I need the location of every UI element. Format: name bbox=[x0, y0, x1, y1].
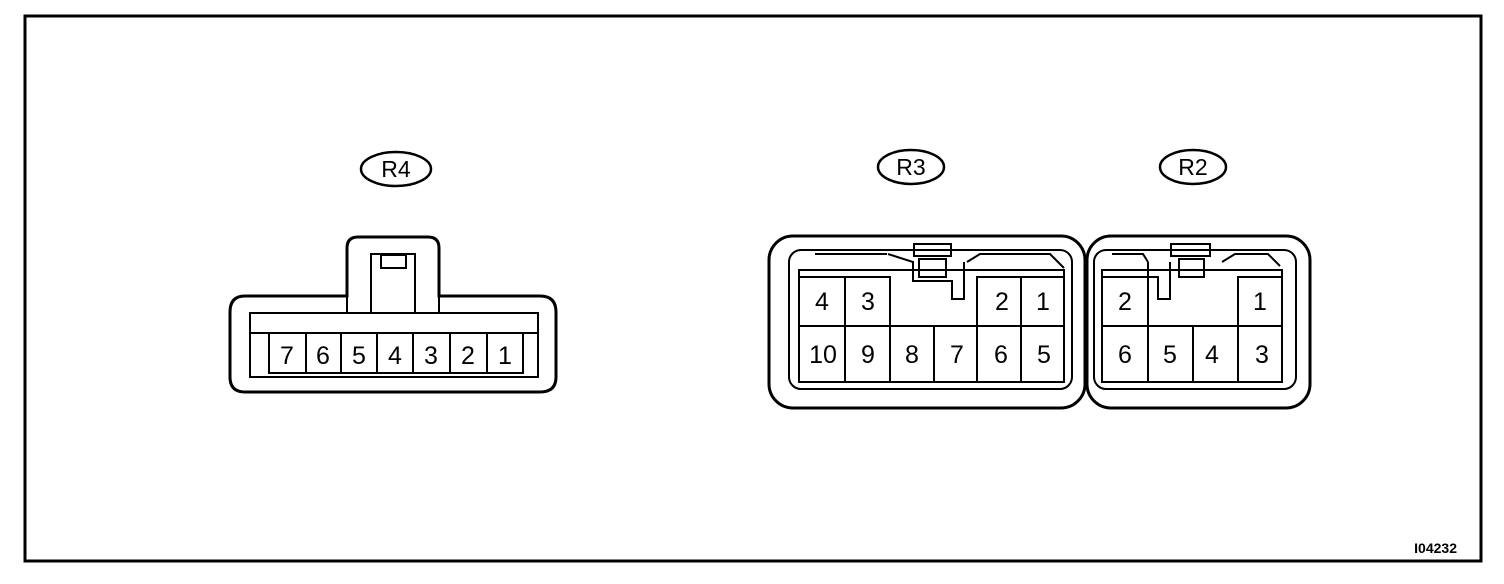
connector-r3-top-rail-right bbox=[966, 253, 1065, 269]
connector-r2-top-rail-left bbox=[1112, 253, 1149, 263]
connector-r3-latch-slot bbox=[887, 253, 965, 300]
connector-r3-pin: 10 bbox=[809, 341, 837, 369]
connector-r3-pin: 3 bbox=[861, 288, 875, 316]
connector-r2-pin: 2 bbox=[1118, 288, 1132, 316]
connector-r2-label: R2 bbox=[1178, 154, 1207, 180]
connector-r4: R4 7 6 5 4 3 2 1 bbox=[228, 150, 558, 394]
connector-r4-lock-window bbox=[380, 254, 407, 269]
figure-id: I04232 bbox=[1414, 540, 1457, 556]
connector-r2-pin: 5 bbox=[1163, 341, 1177, 369]
connector-r4-pin: 3 bbox=[424, 342, 438, 370]
connector-r2-top-rail-right bbox=[1221, 253, 1281, 267]
connector-r3-housing bbox=[767, 234, 1087, 410]
connector-r3-pin: 1 bbox=[1036, 288, 1050, 316]
connector-r2-latch bbox=[1170, 243, 1211, 257]
connector-r4-housing bbox=[228, 235, 558, 394]
connector-r3-latch-window bbox=[918, 258, 947, 278]
connector-r2-pin: 6 bbox=[1118, 341, 1132, 369]
connector-r4-pin: 5 bbox=[352, 342, 366, 370]
connector-r3-pin: 6 bbox=[994, 341, 1008, 369]
connector-r3-pin-cell bbox=[1020, 325, 1065, 383]
connector-r2-latch-window bbox=[1178, 258, 1205, 278]
connector-r4-pin: 2 bbox=[461, 342, 475, 370]
connector-r3-pin: 2 bbox=[995, 288, 1009, 316]
connector-r2-latch-slot bbox=[1147, 262, 1171, 300]
connector-r2: R2 2 1 6 5 4 3 bbox=[1085, 148, 1312, 410]
connector-r3-housing-inner bbox=[788, 249, 1073, 390]
connector-r4-lock bbox=[370, 253, 416, 314]
connector-r4-pin: 6 bbox=[316, 342, 330, 370]
connector-r2-housing bbox=[1085, 234, 1312, 410]
connector-r4-pin: 4 bbox=[388, 342, 402, 370]
connector-r4-pin-cell bbox=[486, 332, 524, 374]
connector-r4-pin: 7 bbox=[280, 342, 294, 370]
diagram-border bbox=[23, 14, 1483, 563]
connector-r2-pin: 1 bbox=[1253, 288, 1267, 316]
connector-r2-pin: 4 bbox=[1205, 341, 1219, 369]
connector-r4-pin: 1 bbox=[498, 342, 512, 370]
connector-r3-pin: 8 bbox=[905, 341, 919, 369]
connector-r3-pin: 7 bbox=[950, 341, 964, 369]
connector-r4-label-oval bbox=[359, 150, 433, 188]
connector-r3: R3 4 3 2 1 10 9 8 7 6 5 bbox=[767, 148, 1087, 410]
connector-r3-pin: 4 bbox=[815, 288, 829, 316]
connector-r3-latch bbox=[913, 243, 952, 257]
connector-r3-pin: 9 bbox=[861, 341, 875, 369]
connector-r4-label: R4 bbox=[381, 156, 411, 182]
connector-r3-label: R3 bbox=[896, 154, 925, 180]
connector-r2-label-oval bbox=[1158, 148, 1228, 186]
connector-r2-pin: 3 bbox=[1255, 341, 1269, 369]
connector-r2-pin-cell bbox=[1237, 325, 1283, 383]
connector-r3-label-oval bbox=[876, 148, 946, 186]
connector-r2-housing-inner bbox=[1093, 249, 1297, 390]
connector-r3-pin: 5 bbox=[1037, 341, 1051, 369]
